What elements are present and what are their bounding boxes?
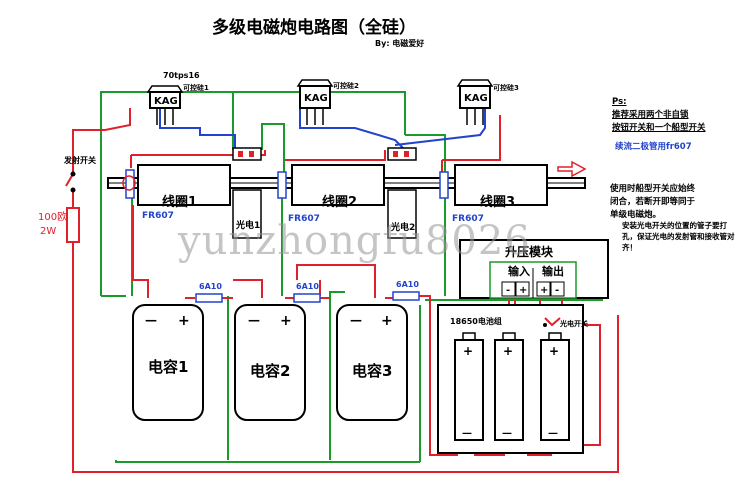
photo-sensor-1: 光电1 [232,147,262,239]
notes-line-9: 齐！ [622,243,637,252]
photo-switch-label: 光电开关 [559,319,588,328]
svg-text:+: + [519,285,527,296]
coil-1: 线圈1 [137,164,231,210]
fuse-2: 6A10 [293,282,321,303]
coil-3: 线圈3 [454,164,548,210]
svg-text:—: — [350,313,362,327]
capacitor-2-label: 电容2 [250,362,290,380]
fuse-3: 6A10 [392,280,420,301]
notes-ps: Ps: [612,97,627,107]
diode-2-label: FR607 [288,214,320,224]
capacitor-3-label: 电容3 [352,362,392,380]
notes-line-1: 推荐采用两个非自锁 [612,110,689,120]
diagram-title: 多级电磁炮电路图（全硅） [212,17,416,38]
scr-1-label: 可控硅1 [183,83,209,92]
svg-text:—: — [548,428,558,439]
notes-line-4: 使用时船型开关应始终 [610,184,696,194]
svg-text:+: + [549,344,559,358]
author-label: By: 电磁爱好 [375,38,424,48]
notes-line-2: 按钮开关和一个船型开关 [612,123,706,133]
photo-2-label: 光电2 [390,221,415,233]
svg-text:-: - [555,285,559,296]
photo-switch: 光电开关 [543,317,588,328]
notes-line-7: 安装光电开关的位置的管子要打 [622,221,727,230]
scr-1-package: KAG [154,96,178,107]
scr-1: KAG 可控硅1 [146,83,209,125]
capacitor-2: — + 电容2 [234,304,306,421]
notes-panel-3: 安装光电开关的位置的管子要打 孔，保证光电的发射管和接收管对 齐！ [622,220,750,253]
notes-line-5: 闭合，若断开即等同于 [610,197,696,207]
fuse-3-label: 6A10 [396,280,419,289]
coil-2: 线圈2 [291,164,385,210]
svg-text:—: — [502,428,512,439]
diode-1-label: FR607 [142,211,174,221]
watermark: yunzhongfu8026 [178,218,531,264]
scr-model-label: 70tps16 [163,71,200,80]
fuse-1-label: 6A10 [199,282,222,291]
resistor [66,207,80,243]
coil-markers [125,169,449,199]
svg-text:+: + [178,313,190,329]
capacitor-3: — + 电容3 [336,304,408,421]
scr-3: KAG 可控硅3 [456,79,519,125]
coil-1-label: 线圈1 [162,194,197,210]
boost-module: 升压模块 输入 输出 - + + - [459,239,609,299]
resistor-value: 100欧 [38,211,67,223]
green-wires [100,91,603,463]
battery-pack-label: 18650电池组 [450,316,502,326]
notes-line-6: 单级电磁炮。 [610,210,662,220]
svg-text:+: + [503,344,513,358]
capacitor-1: — + 电容1 [132,304,204,421]
launch-switch [65,168,76,193]
scr-2: KAG 可控硅2 [296,79,359,125]
resistor-power: 2W [40,226,56,237]
launch-switch-label: 发射开关 [63,155,96,165]
notes-panel-2: 使用时船型开关应始终 闭合，若断开即等同于 单级电磁炮。 [610,183,745,222]
svg-text:+: + [381,313,393,329]
coil-3-label: 线圈3 [480,194,515,210]
scr-2-label: 可控硅2 [333,81,359,90]
battery-cell-3: + — [540,332,570,441]
svg-text:—: — [462,428,472,439]
boost-output-label: 输出 [542,264,564,278]
fuse-2-label: 6A10 [296,282,319,291]
scr-3-package: KAG [464,93,488,104]
svg-text:+: + [280,313,292,329]
photo-sensor-2: 光电2 [387,147,417,239]
fuse-1: 6A10 [195,282,223,303]
notes-panel: Ps: 推荐采用两个非自锁 按钮开关和一个船型开关 续流二极管用fr607 [612,96,747,154]
photo-1-label: 光电1 [235,219,260,231]
diode-3-label: FR607 [452,214,484,224]
battery-cell-1: + — [454,332,484,441]
coil-2-label: 线圈2 [322,194,357,210]
boost-input-label: 输入 [508,264,530,278]
notes-line-8: 孔，保证光电的发射管和接收管对 [622,232,735,241]
notes-line-3: 续流二极管用fr607 [615,142,692,152]
capacitor-1-label: 电容1 [148,358,188,376]
svg-text:—: — [248,313,260,327]
svg-text:+: + [540,285,548,296]
projectile-arrow-icon [557,160,587,178]
svg-text:-: - [506,285,510,296]
battery-pack: 18650电池组 + — + — + — [437,304,584,454]
svg-text:—: — [145,313,157,327]
boost-module-title: 升压模块 [505,244,554,259]
blue-wires [159,108,486,151]
scr-3-label: 可控硅3 [493,83,519,92]
scr-2-package: KAG [304,93,328,104]
coil-1-entry-ring [122,175,136,191]
svg-text:+: + [463,344,473,358]
battery-cell-2: + — [494,332,524,441]
